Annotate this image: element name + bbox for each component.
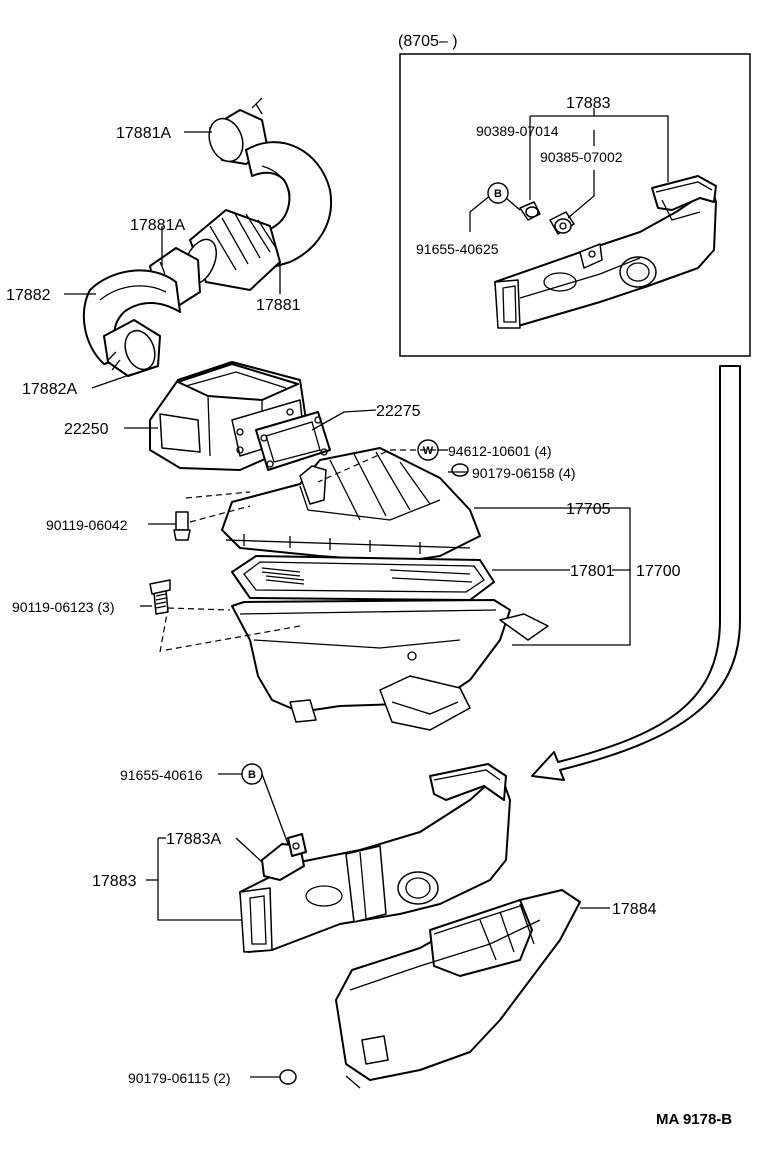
- svg-text:B: B: [494, 188, 502, 200]
- label-94612-10601: 94612-10601 (4): [448, 443, 552, 459]
- label-90179-06158: 90179-06158 (4): [472, 465, 576, 481]
- resonator: [279, 889, 581, 1089]
- label-90119-06042: 90119-06042: [46, 517, 128, 533]
- duct-bracket: [261, 833, 307, 881]
- label-17883A: 17883A: [166, 831, 221, 848]
- label-17700: 17700: [636, 563, 681, 580]
- inset-group: (8705– ): [398, 33, 751, 357]
- label-90389-07014: 90389-07014: [476, 123, 559, 139]
- inset-header: (8705– ): [398, 33, 458, 50]
- drawing-code: MA 9178-B: [656, 1111, 732, 1128]
- label-17881A-top: 17881A: [116, 125, 171, 142]
- svg-text:B: B: [248, 769, 256, 781]
- gasket: [255, 411, 331, 471]
- label-22275: 22275: [376, 403, 421, 420]
- inset-fasteners: [519, 201, 575, 235]
- leader-lines: [64, 131, 631, 1078]
- svg-text:W: W: [423, 445, 434, 457]
- intake-duct: [239, 763, 511, 953]
- label-17882: 17882: [6, 287, 51, 304]
- air-filter-element: [231, 555, 495, 601]
- label-90119-06123: 90119-06123 (3): [12, 599, 114, 615]
- label-17881: 17881: [256, 297, 301, 314]
- inset-b-symbol: [487, 182, 509, 204]
- label-17801: 17801: [570, 563, 615, 580]
- label-17883-inset: 17883: [566, 95, 611, 112]
- inset-frame: [399, 53, 751, 357]
- label-17883: 17883: [92, 873, 137, 890]
- label-91655-40625: 91655-40625: [416, 241, 499, 257]
- air-cleaner-case: [231, 599, 549, 731]
- label-91655-40616: 91655-40616: [120, 767, 203, 783]
- label-17705: 17705: [566, 501, 611, 518]
- air-hose-assembly: [82, 97, 333, 377]
- label-90179-06115: 90179-06115 (2): [128, 1070, 230, 1086]
- label-22250: 22250: [64, 421, 109, 438]
- label-17884: 17884: [612, 901, 657, 918]
- label-17882A: 17882A: [22, 381, 77, 398]
- inset-duct: [494, 175, 717, 329]
- label-90385-07002: 90385-07002: [540, 149, 623, 165]
- air-cleaner-cap: [221, 447, 481, 563]
- label-17881A-mid: 17881A: [130, 217, 185, 234]
- location-arrow: [531, 365, 741, 781]
- part-labels: 17881A 17881A 17881 17882 17882A 22250 2…: [6, 125, 681, 1086]
